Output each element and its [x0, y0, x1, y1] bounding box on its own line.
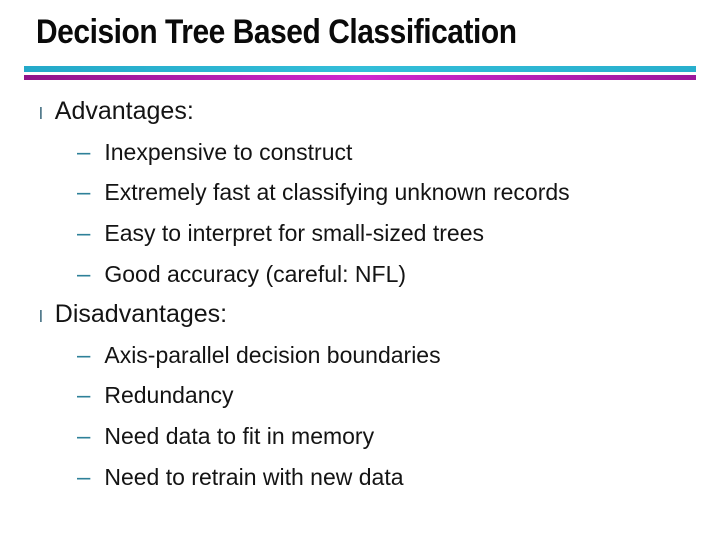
title-rule-cyan	[24, 66, 696, 72]
level2-dash-icon: –	[77, 463, 91, 491]
level2-dash-icon: –	[77, 260, 91, 288]
level2-dash-icon: –	[77, 179, 91, 207]
level2-dash-icon: –	[77, 219, 91, 247]
list-item: –Axis-parallel decision boundaries	[0, 335, 720, 376]
list-item-text: Inexpensive to construct	[104, 138, 353, 165]
level1-bullet-icon: l	[39, 307, 43, 327]
level2-dash-icon: –	[77, 382, 91, 410]
list-item-text: Redundancy	[104, 382, 234, 409]
list-item: –Redundancy	[0, 375, 720, 416]
list-item: –Good accuracy (careful: NFL)	[0, 254, 720, 295]
list-item-text: Need data to fit in memory	[104, 423, 375, 450]
list-item-text: Axis-parallel decision boundaries	[104, 341, 441, 368]
list-item: –Inexpensive to construct	[0, 132, 720, 173]
title-rule-magenta	[24, 75, 696, 80]
list-item-text: Need to retrain with new data	[104, 463, 404, 490]
list-item: –Extremely fast at classifying unknown r…	[0, 172, 720, 213]
list-item-text: Extremely fast at classifying unknown re…	[104, 179, 570, 206]
list-item-text: Good accuracy (careful: NFL)	[104, 260, 407, 287]
list-item-text: Advantages:	[54, 97, 194, 125]
level2-dash-icon: –	[77, 423, 91, 451]
list-item-text: Disadvantages:	[54, 300, 228, 329]
level1-bullet-icon: l	[39, 104, 43, 123]
list-item: –Need to retrain with new data	[0, 457, 720, 498]
list-item: l Disadvantages:	[0, 294, 720, 335]
list-item: –Easy to interpret for small-sized trees	[0, 213, 720, 254]
level2-dash-icon: –	[77, 341, 91, 369]
list-item: l Advantages:	[0, 91, 720, 132]
level2-dash-icon: –	[77, 138, 91, 166]
list-item-text: Easy to interpret for small-sized trees	[104, 219, 484, 246]
slide-title: Decision Tree Based Classification	[36, 13, 517, 51]
list-item: –Need data to fit in memory	[0, 416, 720, 457]
